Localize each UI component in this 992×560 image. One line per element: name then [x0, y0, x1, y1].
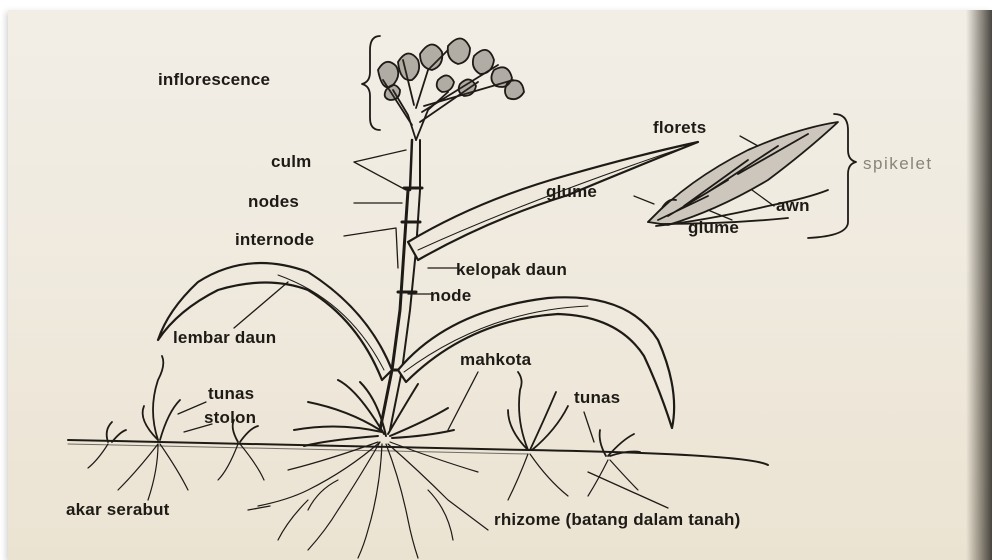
grass-plant-illustration [8, 10, 992, 560]
label-tunas-left: tunas [208, 384, 254, 404]
label-rhizome: rhizome (batang dalam tanah) [494, 510, 740, 530]
inflorescence-drawing [378, 38, 524, 140]
label-node: node [430, 286, 471, 306]
label-tunas-right: tunas [574, 388, 620, 408]
label-mahkota: mahkota [460, 350, 531, 370]
scan-shadow-edge [966, 10, 992, 560]
label-glume-bottom: glume [688, 218, 739, 238]
crown-tufts [294, 380, 454, 446]
label-culm: culm [271, 152, 311, 172]
culm-stem [380, 190, 408, 430]
label-kelopak-daun: kelopak daun [456, 260, 567, 280]
label-inflorescence: inflorescence [158, 70, 270, 90]
left-leaf [158, 263, 392, 380]
right-sprouts [508, 372, 640, 456]
right-leaf [398, 297, 674, 428]
label-lembar-daun: lembar daun [173, 328, 276, 348]
label-internode: internode [235, 230, 314, 250]
label-stolon: stolon [204, 408, 256, 428]
fibrous-roots [88, 442, 638, 558]
inflorescence-bracket [362, 36, 380, 130]
scanned-figure: inflorescence culm nodes internode lemba… [8, 10, 992, 560]
label-glume-top: glume [546, 182, 597, 202]
label-awn: awn [776, 196, 810, 216]
label-nodes: nodes [248, 192, 299, 212]
label-akar-serabut: akar serabut [66, 500, 170, 520]
label-spikelet: spikelet [863, 154, 933, 174]
label-florets: florets [653, 118, 706, 138]
